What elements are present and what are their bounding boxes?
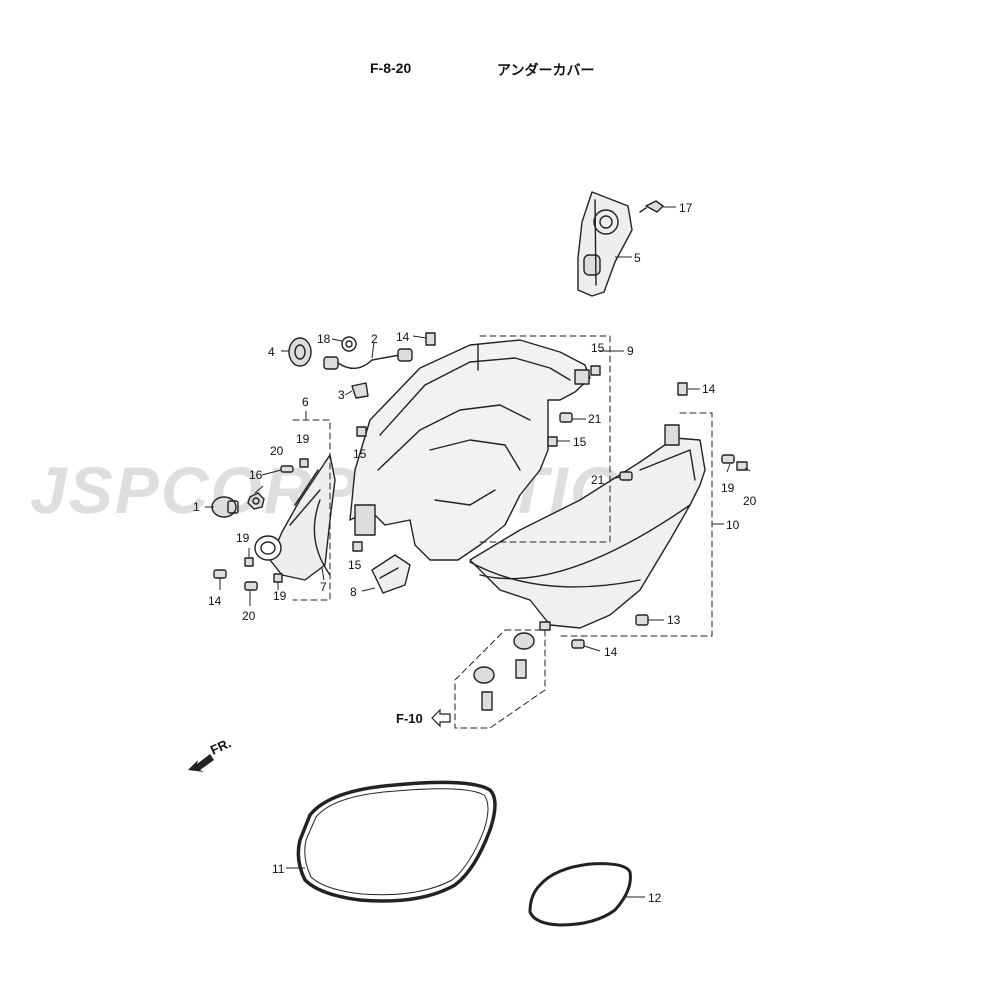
callout-11: 11: [272, 862, 285, 876]
callout-19-left: 19: [236, 531, 250, 545]
bracket-part-8: [371, 554, 411, 594]
callout-10: 10: [726, 518, 740, 532]
reference-arrow[interactable]: F-10: [396, 708, 451, 728]
callout-14-top: 14: [396, 330, 410, 344]
fastener-group-body: [352, 332, 748, 649]
callout-5: 5: [634, 251, 641, 265]
group-bracket-6: [292, 419, 331, 601]
callout-19-right: 19: [721, 481, 735, 495]
callout-labels: 17 5 4 18 2 3 14 15 9 14 21 15 21 19 20 …: [193, 201, 757, 905]
callout-15-left: 15: [353, 447, 367, 461]
callout-20-lower: 20: [242, 609, 256, 623]
callout-21-right: 21: [591, 473, 605, 487]
screw-group-left: [213, 458, 309, 591]
lower-bushing-group: [473, 632, 535, 711]
group-box-lower: [454, 629, 546, 729]
callout-7: 7: [320, 580, 327, 594]
callout-21-top: 21: [588, 412, 602, 426]
callout-20-right: 20: [743, 494, 757, 508]
seal-strip-part-7: [313, 499, 331, 576]
reference-label: F-10: [396, 711, 423, 726]
callout-12: 12: [648, 891, 662, 905]
grommet-4: [288, 337, 312, 367]
page-code: F-8-20: [370, 60, 412, 76]
callout-15-mid: 15: [573, 435, 587, 449]
rear-panel-part: [577, 191, 633, 297]
callout-14-right: 14: [702, 382, 716, 396]
knob-part-1: [211, 496, 239, 518]
under-cover-left-part-9: [349, 339, 591, 561]
leader-lines: [205, 206, 751, 898]
harness-2: [323, 348, 413, 370]
gasket-part-11: [296, 780, 497, 903]
callout-20-upper: 20: [270, 444, 284, 458]
bolt-17: [639, 200, 664, 213]
callout-6: 6: [302, 395, 309, 409]
callout-13: 13: [667, 613, 681, 627]
callout-4: 4: [268, 345, 275, 359]
gasket-group: [296, 780, 632, 927]
clip-18: [341, 336, 357, 352]
page-title: アンダーカバー: [497, 62, 595, 78]
nut-part-16: [247, 492, 265, 510]
front-direction-indicator: FR.: [188, 735, 233, 772]
callout-8: 8: [350, 585, 357, 599]
callout-3: 3: [338, 388, 345, 402]
callout-15-top: 15: [591, 341, 605, 355]
callout-1: 1: [193, 500, 200, 514]
callout-19-lower: 19: [273, 589, 287, 603]
gasket-part-12: [528, 862, 632, 927]
callout-18: 18: [317, 332, 331, 346]
callout-9: 9: [627, 344, 634, 358]
callout-2: 2: [371, 332, 378, 346]
bracket-3: [351, 382, 369, 399]
gasket-part-11-inner: [304, 788, 489, 896]
callout-16: 16: [249, 468, 263, 482]
callout-14-bottom: 14: [604, 645, 618, 659]
callout-15-lower: 15: [348, 558, 362, 572]
callout-14-left: 14: [208, 594, 222, 608]
callout-17: 17: [679, 201, 693, 215]
group-bracket-9: [479, 335, 611, 543]
front-direction-label: FR.: [208, 735, 233, 757]
callout-19-upper: 19: [296, 432, 310, 446]
